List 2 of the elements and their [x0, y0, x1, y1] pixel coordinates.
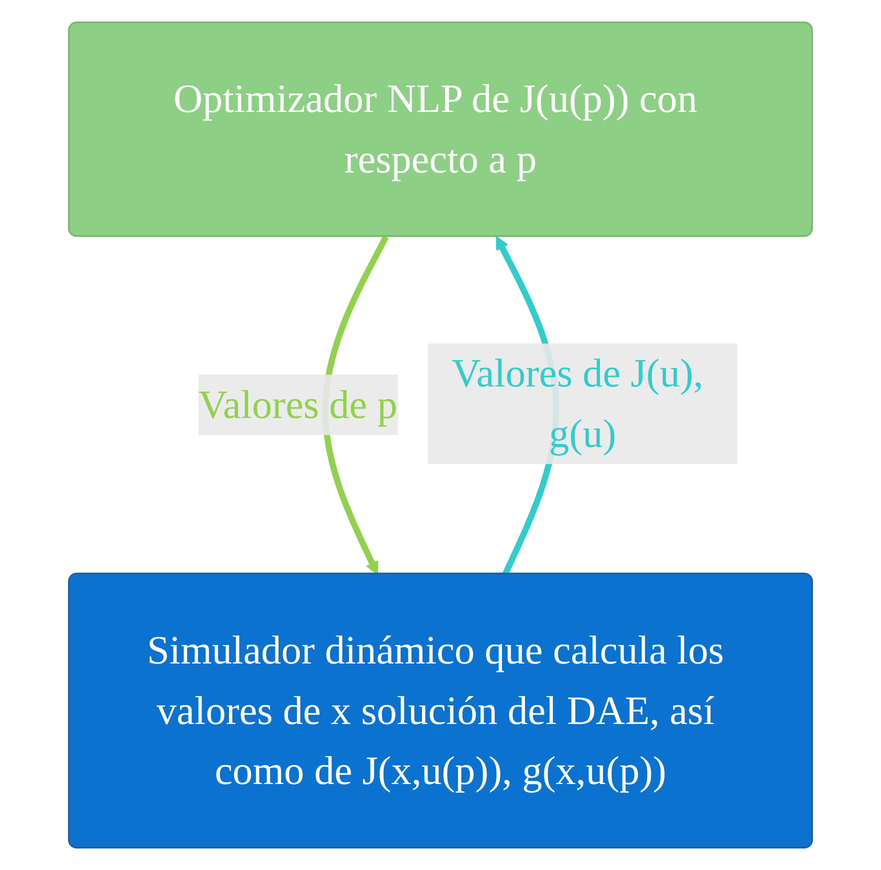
edge-label: Valores de p — [198, 382, 398, 428]
edge-label: Valores de J(u), g(u) — [452, 351, 704, 456]
